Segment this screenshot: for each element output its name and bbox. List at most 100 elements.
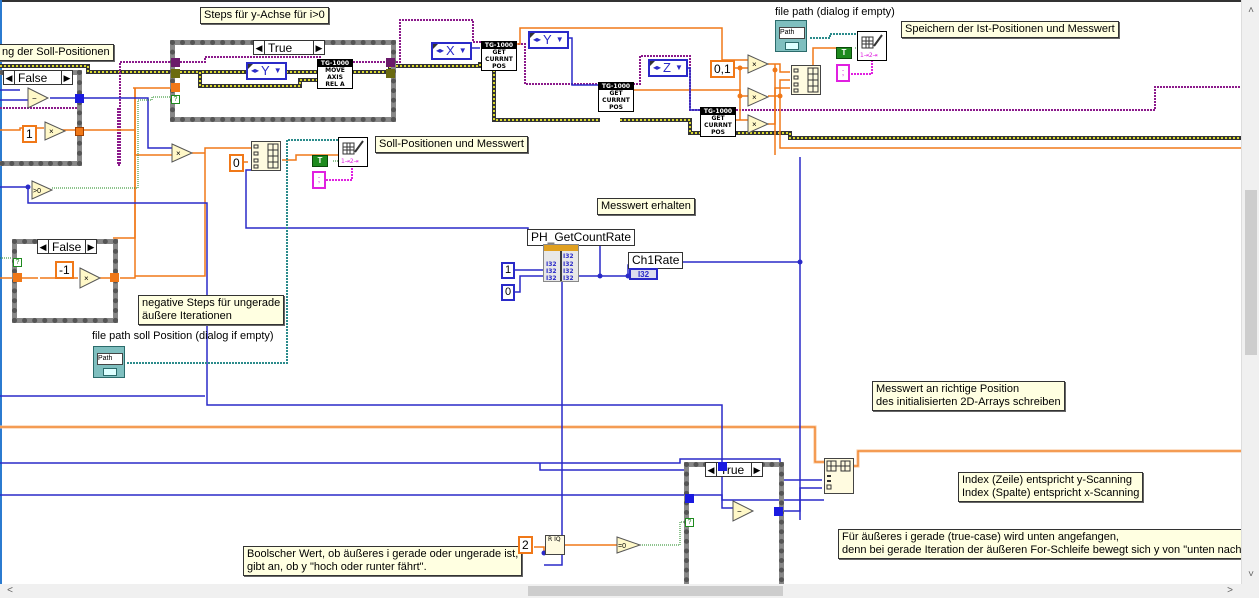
node-text: CURRNT (485, 56, 513, 63)
tg1000-move-axis-node[interactable]: TG-1000 MOVE AXIS REL A (317, 59, 353, 89)
decrement-arrow-icon[interactable]: ◀ (707, 464, 715, 475)
numeric-constant-minus-one[interactable]: -1 (55, 261, 74, 279)
node-text: POS (609, 104, 623, 111)
dropdown-icon: ▼ (273, 66, 282, 75)
file-path-soll-control[interactable]: Path (93, 346, 125, 378)
increment-arrow-icon[interactable]: ▶ (315, 42, 323, 53)
scroll-right-icon[interactable]: > (1227, 585, 1233, 596)
scroll-corner (1241, 584, 1259, 598)
node-text: GET (492, 49, 506, 56)
multiply-node (79, 267, 102, 289)
scroll-down-icon[interactable]: ˅ (1248, 569, 1254, 580)
gt0-glyph: >0 (33, 188, 41, 195)
bool-constant-true[interactable]: T (312, 155, 328, 167)
numeric-constant-zero[interactable]: 0 (229, 154, 244, 172)
string-constant-delimiter[interactable]: ; (836, 64, 850, 82)
increment-arrow-icon[interactable]: ▶ (87, 241, 95, 252)
decrement-arrow-icon[interactable]: ◀ (39, 241, 47, 252)
decrement-arrow-icon[interactable]: ◀ (5, 72, 13, 83)
tunnel-refnum (171, 58, 180, 67)
node-text: GET (609, 90, 623, 97)
svg-text:I32: I32 (546, 275, 557, 281)
case-structure-move-axis[interactable]: ◀ True ▶ (170, 40, 396, 122)
multiply-node (747, 87, 770, 107)
vertical-scroll-thumb[interactable] (1245, 190, 1257, 355)
case-selector[interactable]: ◀ True ▶ (253, 40, 325, 55)
comment-negative-steps: negative Steps für ungerade äußere Itera… (138, 295, 285, 325)
block-diagram-canvas[interactable]: Steps für y-Achse für i>0 ng der Soll-Po… (0, 0, 1241, 584)
path-wire (127, 139, 338, 364)
dropdown-icon: ▼ (458, 46, 467, 55)
browse-icon (785, 42, 799, 50)
string-constant-delimiter[interactable]: ; (312, 171, 326, 189)
node-text: GET (711, 115, 725, 122)
case-selector-terminal: ? (13, 258, 22, 267)
diagram-left-border (0, 0, 2, 584)
file-path-soll-label: file path soll Position (dialog if empty… (92, 330, 274, 342)
node-header: TG-1000 (482, 42, 516, 49)
tg1000-get-pos-x-node[interactable]: TG-1000 GET CURRNT POS (481, 41, 517, 71)
subtract-glyph: − (32, 94, 37, 103)
node-header: TG-1000 (318, 60, 352, 67)
horizontal-scroll-thumb[interactable] (528, 586, 783, 596)
numeric-constant-scale[interactable]: 0,1 (710, 60, 735, 78)
quotient-remainder-node[interactable]: R IQ (545, 535, 565, 555)
scroll-left-icon[interactable]: < (7, 585, 13, 596)
dropdown-icon: ▼ (555, 35, 564, 44)
vertical-scrollbar[interactable]: ˄ ˅ (1241, 0, 1259, 584)
increment-arrow-icon[interactable]: ▶ (753, 464, 761, 475)
comment-soll-positionen: ng der Soll-Positionen (0, 44, 114, 61)
numeric-constant-one[interactable]: 1 (22, 125, 37, 143)
file-path-ist-label: file path (dialog if empty) (775, 6, 895, 18)
case-structure-top-left[interactable]: ◀ False ▶ (0, 70, 82, 166)
comment-steps-y: Steps für y-Achse für i>0 (200, 7, 329, 24)
tunnel-double (171, 83, 180, 92)
file-path-ist-control[interactable]: Path (775, 20, 807, 52)
subtract-node (27, 87, 50, 109)
write-spreadsheet-node-soll[interactable]: 1⇥2⇥ (338, 137, 368, 167)
axis-enum-y-move[interactable]: ◂▸Y▼ (246, 62, 287, 80)
ph-getcountrate-label: PH_GetCountRate (527, 229, 636, 246)
enum-arrows-icon: ◂▸ (251, 66, 260, 75)
replace-array-subset-node[interactable] (824, 458, 854, 494)
comment-soll-messwert: Soll-Positionen und Messwert (375, 136, 528, 153)
ch1rate-label: Ch1Rate (628, 252, 684, 269)
tunnel-int (75, 94, 84, 103)
case-value: False (14, 70, 62, 85)
tg1000-get-pos-z-node[interactable]: TG-1000 GET CURRNT POS (700, 107, 736, 137)
write-spreadsheet-node-ist[interactable]: 1⇥2⇥ (857, 31, 887, 61)
tunnel-double (13, 273, 22, 282)
horizontal-scrollbar[interactable]: < > (0, 584, 1241, 598)
build-array-node-ist[interactable] (791, 65, 821, 95)
axis-enum-x[interactable]: ◂▸X▼ (431, 42, 472, 60)
scroll-up-icon[interactable]: ˄ (1248, 5, 1254, 16)
path-field: Path (779, 27, 805, 39)
svg-text:I32: I32 (563, 268, 574, 275)
axis-enum-z[interactable]: ◂▸Z▼ (648, 59, 688, 77)
int-constant-zero[interactable]: 0 (501, 284, 516, 301)
bool-constant-true[interactable]: T (836, 47, 852, 59)
tunnel-error (386, 69, 395, 78)
ch1rate-indicator: I32 (629, 268, 658, 280)
node-text: POS (711, 129, 725, 136)
enum-value: Y (261, 63, 270, 78)
increment-arrow-icon[interactable]: ▶ (63, 72, 71, 83)
node-text: AXIS (327, 74, 343, 81)
case-selector[interactable]: ◀ False ▶ (3, 70, 73, 85)
decrement-arrow-icon[interactable]: ◀ (255, 42, 263, 53)
axis-enum-y[interactable]: ◂▸Y▼ (528, 31, 569, 49)
node-text: MOVE (325, 67, 345, 74)
comment-line: Boolscher Wert, ob äußeres i gerade oder… (247, 548, 519, 560)
diagram-top-border (0, 0, 1241, 2)
comment-line: negative Steps für ungerade (142, 297, 281, 309)
case-selector[interactable]: ◀ False ▶ (37, 239, 97, 254)
comment-line: denn bei gerade Iteration der äußeren Fo… (842, 544, 1241, 556)
build-array-node-soll[interactable] (251, 141, 281, 171)
comment-line: gibt an, ob y "hoch oder runter fährt". (247, 561, 427, 573)
tg1000-get-pos-y-node[interactable]: TG-1000 GET CURRNT POS (598, 82, 634, 112)
numeric-constant-two[interactable]: 2 (518, 536, 533, 554)
int-constant-one[interactable]: 1 (501, 262, 516, 279)
tunnel-double (110, 273, 119, 282)
